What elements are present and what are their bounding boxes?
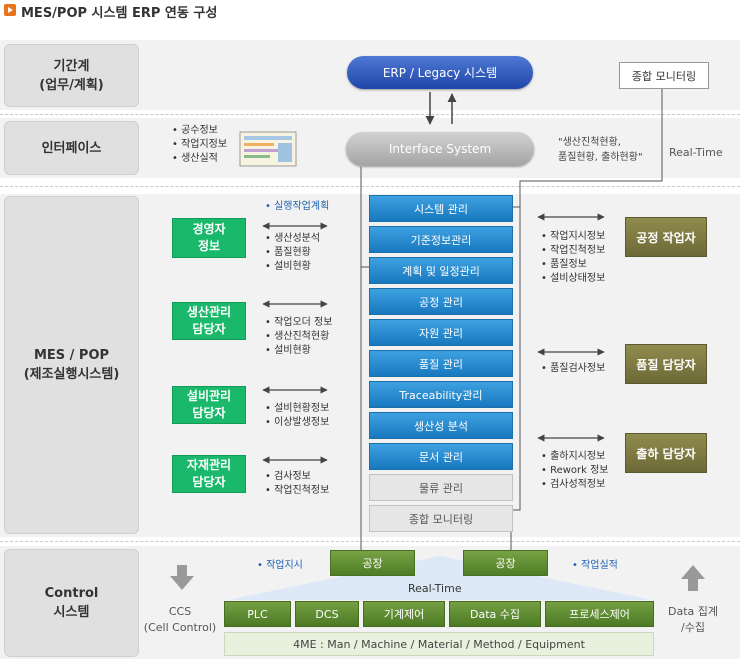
list-item: 검사정보 xyxy=(265,470,329,484)
interface-quote: "생산진척현황, 품질현황, 출하현황" xyxy=(558,137,643,163)
role-equipment-items: 설비현황정보 이상발생정보 xyxy=(265,402,329,430)
row-label-interface: 인터페이스 xyxy=(4,121,139,175)
module-quality: 품질 관리 xyxy=(369,350,513,377)
interface-system: Interface System xyxy=(346,132,534,166)
role-process-worker: 공정 작업자 xyxy=(625,217,707,257)
factory-right: 공장 xyxy=(463,550,548,576)
list-item: 설비현황정보 xyxy=(265,402,329,416)
exec-plan-note: 실행작업계획 xyxy=(265,197,329,212)
list-item: 공수정보 xyxy=(172,124,227,138)
erp-legacy-system: ERP / Legacy 시스템 xyxy=(347,56,533,89)
work-order-note: 작업지시 xyxy=(257,556,303,571)
role-production-items: 작업오더 정보 생산진척현황 설비현황 xyxy=(265,316,332,358)
module-monitoring: 종합 모니터링 xyxy=(369,505,513,532)
module-document: 문서 관리 xyxy=(369,443,513,470)
role-quality-items: 품질검사정보 xyxy=(541,362,605,376)
role-production-manager: 생산관리 담당자 xyxy=(172,302,246,340)
monitor-line xyxy=(512,88,663,511)
separator xyxy=(0,114,740,115)
role-material-manager: 자재관리 담당자 xyxy=(172,455,246,493)
role-executive-items: 생산성분석 품질현황 설비현황 xyxy=(265,232,320,274)
list-item: 출하지시정보 xyxy=(541,450,609,464)
realtime-label-bottom: Real-Time xyxy=(408,582,462,595)
realtime-label-top: Real-Time xyxy=(669,146,723,159)
list-item: 작업진척정보 xyxy=(541,244,605,258)
role-executive: 경영자 정보 xyxy=(172,218,246,258)
list-item: 품질정보 xyxy=(541,258,605,272)
role-shipping-items: 출하지시정보 Rework 정보 검사성적정보 xyxy=(541,450,609,492)
list-item: 작업오더 정보 xyxy=(265,316,332,330)
list-item: 설비현황 xyxy=(265,344,332,358)
module-planning: 계획 및 일정관리 xyxy=(369,257,513,284)
row-label-erp: 기간계 (업무/계획) xyxy=(4,44,139,107)
list-item: 품질현황 xyxy=(265,246,320,260)
module-productivity: 생산성 분석 xyxy=(369,412,513,439)
control-dcs: DCS xyxy=(295,601,359,627)
list-item: 검사성적정보 xyxy=(541,478,609,492)
control-plc: PLC xyxy=(224,601,291,627)
control-data-collect: Data 수집 xyxy=(449,601,541,627)
down-arrow-icon xyxy=(170,565,194,590)
module-system-mgmt: 시스템 관리 xyxy=(369,195,513,222)
control-machine: 기계제어 xyxy=(363,601,445,627)
list-item: 품질검사정보 xyxy=(541,362,605,376)
page-title: MES/POP 시스템 ERP 연동 구성 xyxy=(21,6,218,21)
separator xyxy=(0,541,740,542)
ccs-label: CCS (Cell Control) xyxy=(143,605,217,634)
list-item: 설비현황 xyxy=(265,260,320,274)
list-item: 설비상태정보 xyxy=(541,272,605,286)
up-arrow-icon xyxy=(681,565,705,591)
module-logistics: 물류 관리 xyxy=(369,474,513,501)
list-item: 생산실적 xyxy=(172,152,227,166)
role-process-worker-items: 작업지시정보 작업진척정보 품질정보 설비상태정보 xyxy=(541,230,605,286)
title-play-icon xyxy=(4,4,16,16)
module-traceability: Traceability관리 xyxy=(369,381,513,408)
role-material-items: 검사정보 작업진척정보 xyxy=(265,470,329,498)
list-item: 작업지시정보 xyxy=(541,230,605,244)
work-result-note: 작업실적 xyxy=(572,556,618,571)
role-equipment-manager: 설비관리 담당자 xyxy=(172,386,246,424)
list-item: 생산성분석 xyxy=(265,232,320,246)
factory-left: 공장 xyxy=(330,550,415,576)
control-process: 프로세스제어 xyxy=(545,601,654,627)
row-label-mes: MES / POP (제조실행시스템) xyxy=(4,196,139,534)
realtime-fan xyxy=(228,556,652,600)
role-quality-manager: 품질 담당자 xyxy=(625,344,707,384)
interface-items: 공수정보 작업지정보 생산실적 xyxy=(172,124,227,166)
data-collect-label: Data 집계 /수집 xyxy=(667,605,718,634)
module-master-data: 기준정보관리 xyxy=(369,226,513,253)
interface-line xyxy=(360,166,369,268)
module-process: 공정 관리 xyxy=(369,288,513,315)
list-item: 이상발생정보 xyxy=(265,416,329,430)
fourme-bar: 4ME : Man / Machine / Material / Method … xyxy=(224,632,654,656)
separator xyxy=(0,186,740,187)
list-item: Rework 정보 xyxy=(541,464,608,478)
list-item: 작업지정보 xyxy=(172,138,227,152)
module-resource: 자원 관리 xyxy=(369,319,513,346)
row-label-control: Control 시스템 xyxy=(4,549,139,657)
list-item: 작업진척정보 xyxy=(265,484,329,498)
role-shipping-manager: 출하 담당자 xyxy=(625,433,707,473)
top-monitoring-box: 종합 모니터링 xyxy=(619,62,709,89)
list-item: 생산진척현황 xyxy=(265,330,332,344)
